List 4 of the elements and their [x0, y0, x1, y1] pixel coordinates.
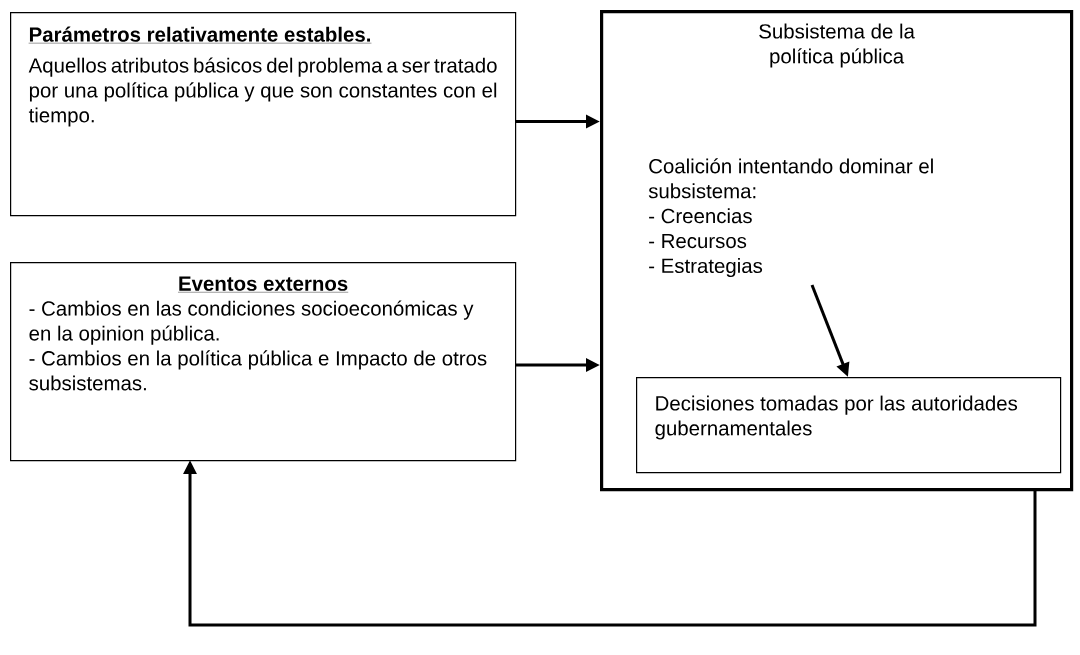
text-box: Eventos externos - Cambios en las condiciones socioeconómicas y en la opinion pública. - Cambios en la política pública e Impacto de otros subsistemas.: [10, 262, 517, 462]
coalition-text: Coalición intentando dominar el subsistema: - Creencias - Recursos - Estrategias: [648, 158, 933, 278]
decision-box: Decisiones tomadas por las autoridades gubernamentales: [636, 377, 1062, 474]
text-box: Parámetros relativamente estables. Aquellos atributos básicos del problema a ser tratado por una política pública y que son constantes con el tiempo.: [10, 12, 517, 217]
